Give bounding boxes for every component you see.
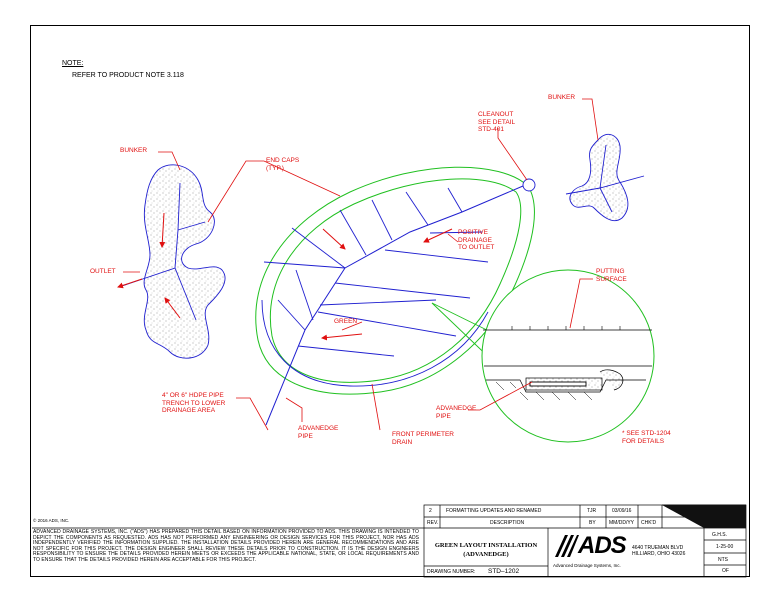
drawing-sheet-of: OF — [722, 568, 729, 574]
header-date: MM/DD/YY — [609, 520, 634, 526]
label-see-std: * SEE STD-1204 FOR DETAILS — [622, 430, 671, 445]
label-green: GREEN — [334, 318, 358, 325]
disclaimer: ADVANCED DRAINAGE SYSTEMS, INC. ("ADS") … — [33, 529, 419, 563]
green-outline-outer — [255, 166, 535, 395]
left-bunker-shape — [143, 164, 226, 359]
note-title: NOTE: — [62, 60, 84, 67]
header-rev: REV. — [427, 520, 439, 526]
label-putting-surface: PUTTING SURFACE — [596, 268, 627, 283]
copyright: © 2016 ADS, INC. — [33, 518, 70, 523]
left-bunker-pipe-branch — [174, 267, 197, 321]
flow-arrow — [321, 333, 363, 341]
flow-arrow — [423, 228, 453, 243]
flow-arrow — [164, 297, 181, 319]
left-bunker-pipe-branch — [177, 221, 206, 231]
detail-section — [483, 326, 652, 401]
rev-by: TJR — [587, 508, 597, 514]
drawing-number: STD–1202 — [488, 568, 520, 575]
label-outlet: OUTLET — [90, 268, 116, 275]
label-advanedge-pipe-right: ADVANEDGE PIPE — [436, 405, 477, 420]
ads-logo-icon — [555, 535, 579, 557]
right-bunker-pipe-branch — [599, 187, 613, 213]
drawing-date: 1-25-00 — [716, 544, 734, 550]
front-perimeter-drain — [261, 299, 489, 387]
header-chkd: CHK'D — [641, 520, 657, 526]
drawing-sheet — [30, 25, 750, 577]
label-bunker-left: BUNKER — [120, 147, 148, 154]
title-block-dark-band — [662, 505, 746, 528]
label-positive-drainage: POSITIVE DRAINAGE TO OUTLET — [458, 229, 495, 251]
label-end-caps: END CAPS (TYP.) — [266, 157, 300, 172]
lateral-pipes — [263, 187, 489, 357]
flow-arrow — [117, 278, 143, 289]
flow-arrow — [322, 228, 346, 250]
rev-description: FORMATTING UPDATES AND RENAMED — [446, 508, 542, 514]
label-hdpe-pipe: 4" OR 6" HDPE PIPE TRENCH TO LOWER DRAIN… — [162, 392, 226, 414]
cleanout-circle — [522, 178, 536, 192]
label-front-perimeter: FRONT PERIMETER DRAIN — [392, 431, 454, 446]
rev-date: 03/09/16 — [612, 508, 632, 514]
drawing-scale: NTS — [718, 557, 728, 563]
company-name: Advanced Drainage Systems, Inc. — [553, 563, 621, 568]
note-body: REFER TO PRODUCT NOTE 3.118 — [72, 72, 184, 79]
drawing-title: GREEN LAYOUT INSTALLATION (ADVANEDGE) — [434, 542, 538, 558]
header-by: BY — [589, 520, 596, 526]
label-cleanout: CLEANOUT SEE DETAIL STD-401 — [478, 111, 516, 133]
drawn-by: G.H.S. — [712, 532, 728, 538]
header-description: DESCRIPTION — [490, 520, 525, 526]
label-bunker-right: BUNKER — [548, 94, 576, 101]
ads-logo-text: ADS — [578, 532, 627, 559]
label-advanedge-pipe-left: ADVANEDGE PIPE — [298, 425, 339, 440]
drawing-number-label: DRAWING NUMBER: — [427, 569, 476, 575]
right-bunker-pipe-branch — [599, 144, 607, 189]
green-outline-inner — [269, 178, 522, 383]
right-bunker-shape — [569, 133, 629, 222]
detail-circle — [481, 269, 655, 443]
flow-arrow — [159, 212, 166, 248]
leader-lines — [123, 98, 599, 431]
rev-number: 2 — [429, 508, 432, 514]
company-address: 4640 TRUEMAN BLVD HILLIARD, OHIO 43026 — [632, 545, 686, 557]
left-bunker-pipe — [121, 182, 181, 287]
